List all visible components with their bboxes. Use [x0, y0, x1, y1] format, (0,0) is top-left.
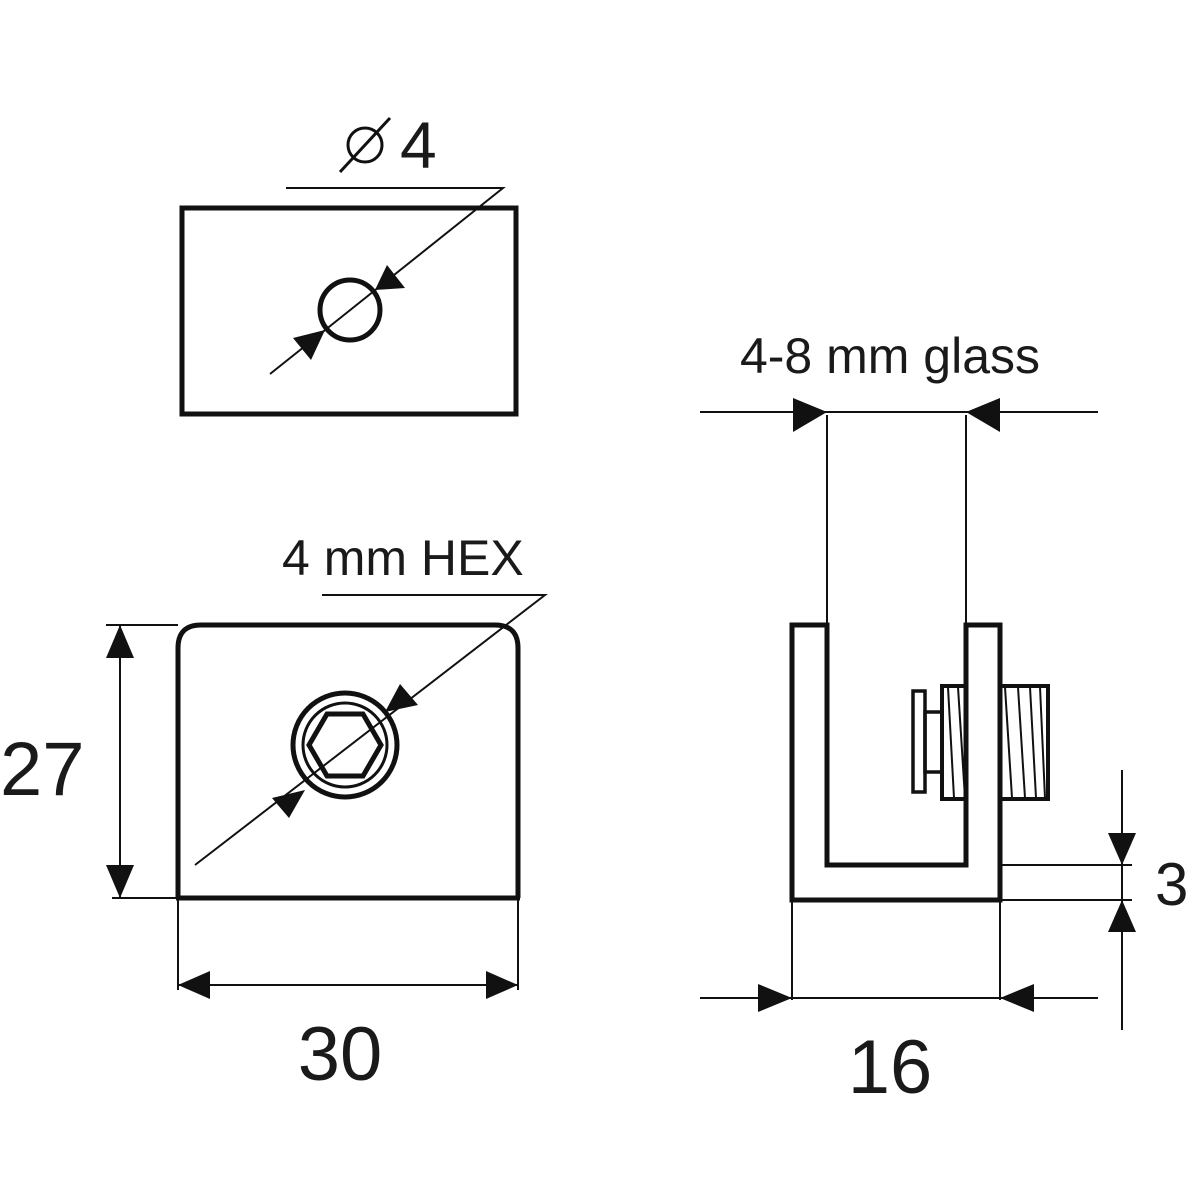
diameter-symbol-icon — [338, 116, 392, 174]
depth-label: 16 — [848, 1025, 933, 1110]
arrow-icon — [966, 398, 1000, 432]
screw-shaft — [923, 710, 944, 774]
screw-thread — [940, 684, 968, 801]
bolt-head-outer — [290, 690, 400, 800]
arrow-icon — [106, 625, 134, 658]
arrow-icon — [486, 971, 518, 999]
hex-label: 4 mm HEX — [282, 530, 524, 586]
side-view: 4-8 mm glass 16 3 — [700, 328, 1188, 1110]
hex-socket-icon — [306, 711, 384, 779]
arrow-icon — [1108, 833, 1136, 865]
arrow-icon — [758, 984, 792, 1012]
front-view: 4 mm HEX 27 30 — [0, 530, 548, 1097]
arrow-icon — [293, 330, 325, 360]
screw — [911, 684, 1050, 801]
diameter-label: 4 — [400, 108, 437, 182]
top-view-outline — [179, 205, 519, 417]
diameter-leader-line — [269, 187, 506, 375]
arrow-icon — [385, 684, 418, 712]
arrow-icon — [272, 790, 305, 818]
arrow-icon — [1108, 900, 1136, 932]
hex-leader-line — [194, 594, 548, 866]
bolt-head-inner — [301, 701, 389, 789]
screw-knob — [911, 689, 927, 794]
glass-label: 4-8 mm glass — [740, 328, 1040, 384]
base-label: 3 — [1155, 851, 1188, 918]
height-label: 27 — [0, 727, 85, 812]
arrow-icon — [793, 398, 827, 432]
screw-nut — [998, 684, 1050, 801]
width-label: 30 — [298, 1012, 383, 1097]
arrow-icon — [106, 865, 134, 898]
top-view: 4 — [179, 108, 519, 417]
arrow-icon — [178, 971, 210, 999]
u-channel-outline — [789, 622, 1003, 903]
front-view-outline — [175, 622, 521, 898]
arrow-icon — [375, 265, 405, 290]
hole-circle — [317, 277, 383, 343]
arrow-icon — [1000, 984, 1034, 1012]
